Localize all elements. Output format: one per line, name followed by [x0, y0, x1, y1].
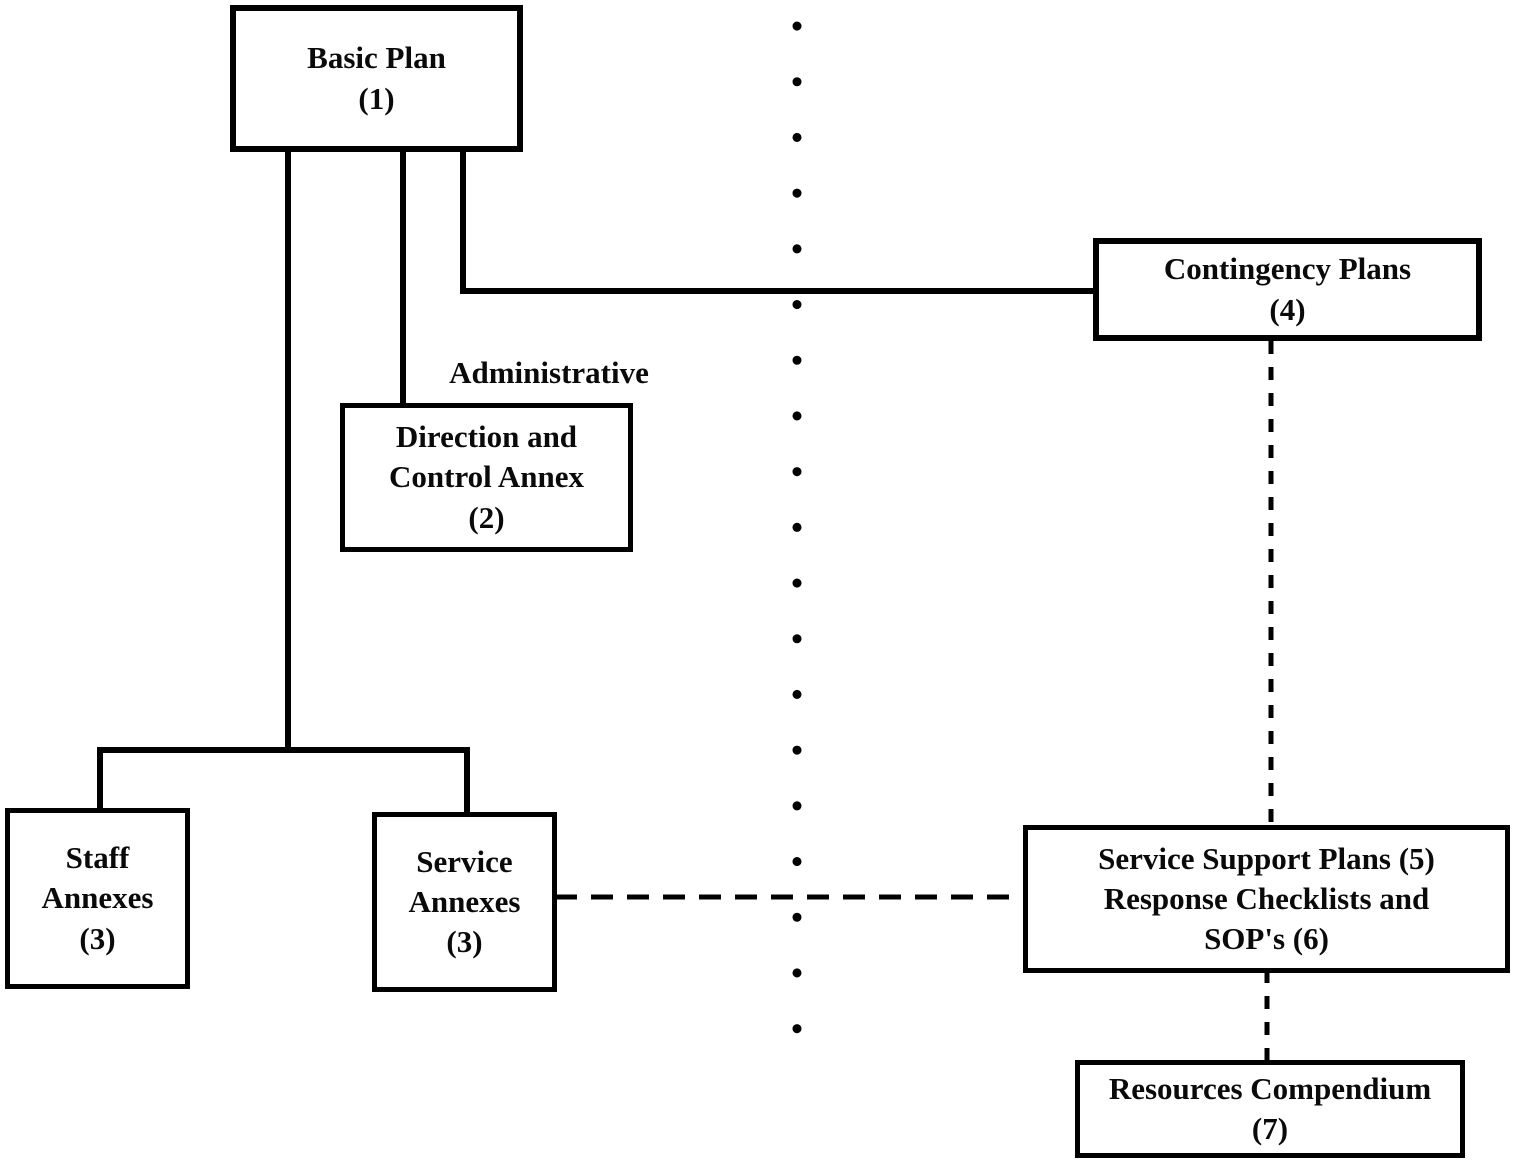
direction-control-annex-box: Direction and Control Annex (2): [340, 403, 633, 552]
connector-basicplan-to-contingency: [460, 148, 1096, 294]
basic-plan-number: (1): [358, 80, 395, 116]
staff-annexes-label-line: Annexes: [41, 880, 154, 916]
service-support-plans-box: Service Support Plans (5) Response Check…: [1023, 825, 1510, 973]
direction-control-label-line: Control Annex: [389, 459, 584, 495]
contingency-plans-number: (4): [1269, 291, 1306, 327]
resources-compendium-number: (7): [1251, 1111, 1289, 1146]
staff-annexes-box: Staff Annexes (3): [5, 808, 190, 989]
basic-plan-label-line: Basic Plan: [307, 40, 446, 76]
service-annexes-label-line: Service: [416, 843, 513, 879]
direction-control-number: (2): [468, 499, 505, 535]
basic-plan-box: Basic Plan (1): [230, 5, 523, 152]
service-annexes-number: (3): [446, 924, 483, 960]
resources-compendium-label-line: Resources Compendium: [1108, 1070, 1432, 1106]
service-support-label-line: Response Checklists and: [1103, 880, 1430, 916]
staff-annexes-number: (3): [79, 920, 116, 956]
resources-compendium-box: Resources Compendium (7): [1075, 1060, 1465, 1158]
administrative-label: Administrative: [449, 355, 649, 390]
service-annexes-box: Service Annexes (3): [372, 812, 557, 992]
connector-annexes-tee: [97, 747, 470, 816]
staff-annexes-label-line: Staff: [65, 840, 130, 876]
service-support-label-line: Service Support Plans (5): [1098, 840, 1435, 876]
contingency-plans-box: Contingency Plans (4): [1093, 238, 1482, 341]
contingency-plans-label-line: Contingency Plans: [1163, 251, 1412, 287]
service-annexes-label-line: Annexes: [408, 883, 521, 919]
direction-control-label-line: Direction and: [395, 419, 578, 455]
service-support-label-line: SOP's (6): [1204, 921, 1329, 957]
